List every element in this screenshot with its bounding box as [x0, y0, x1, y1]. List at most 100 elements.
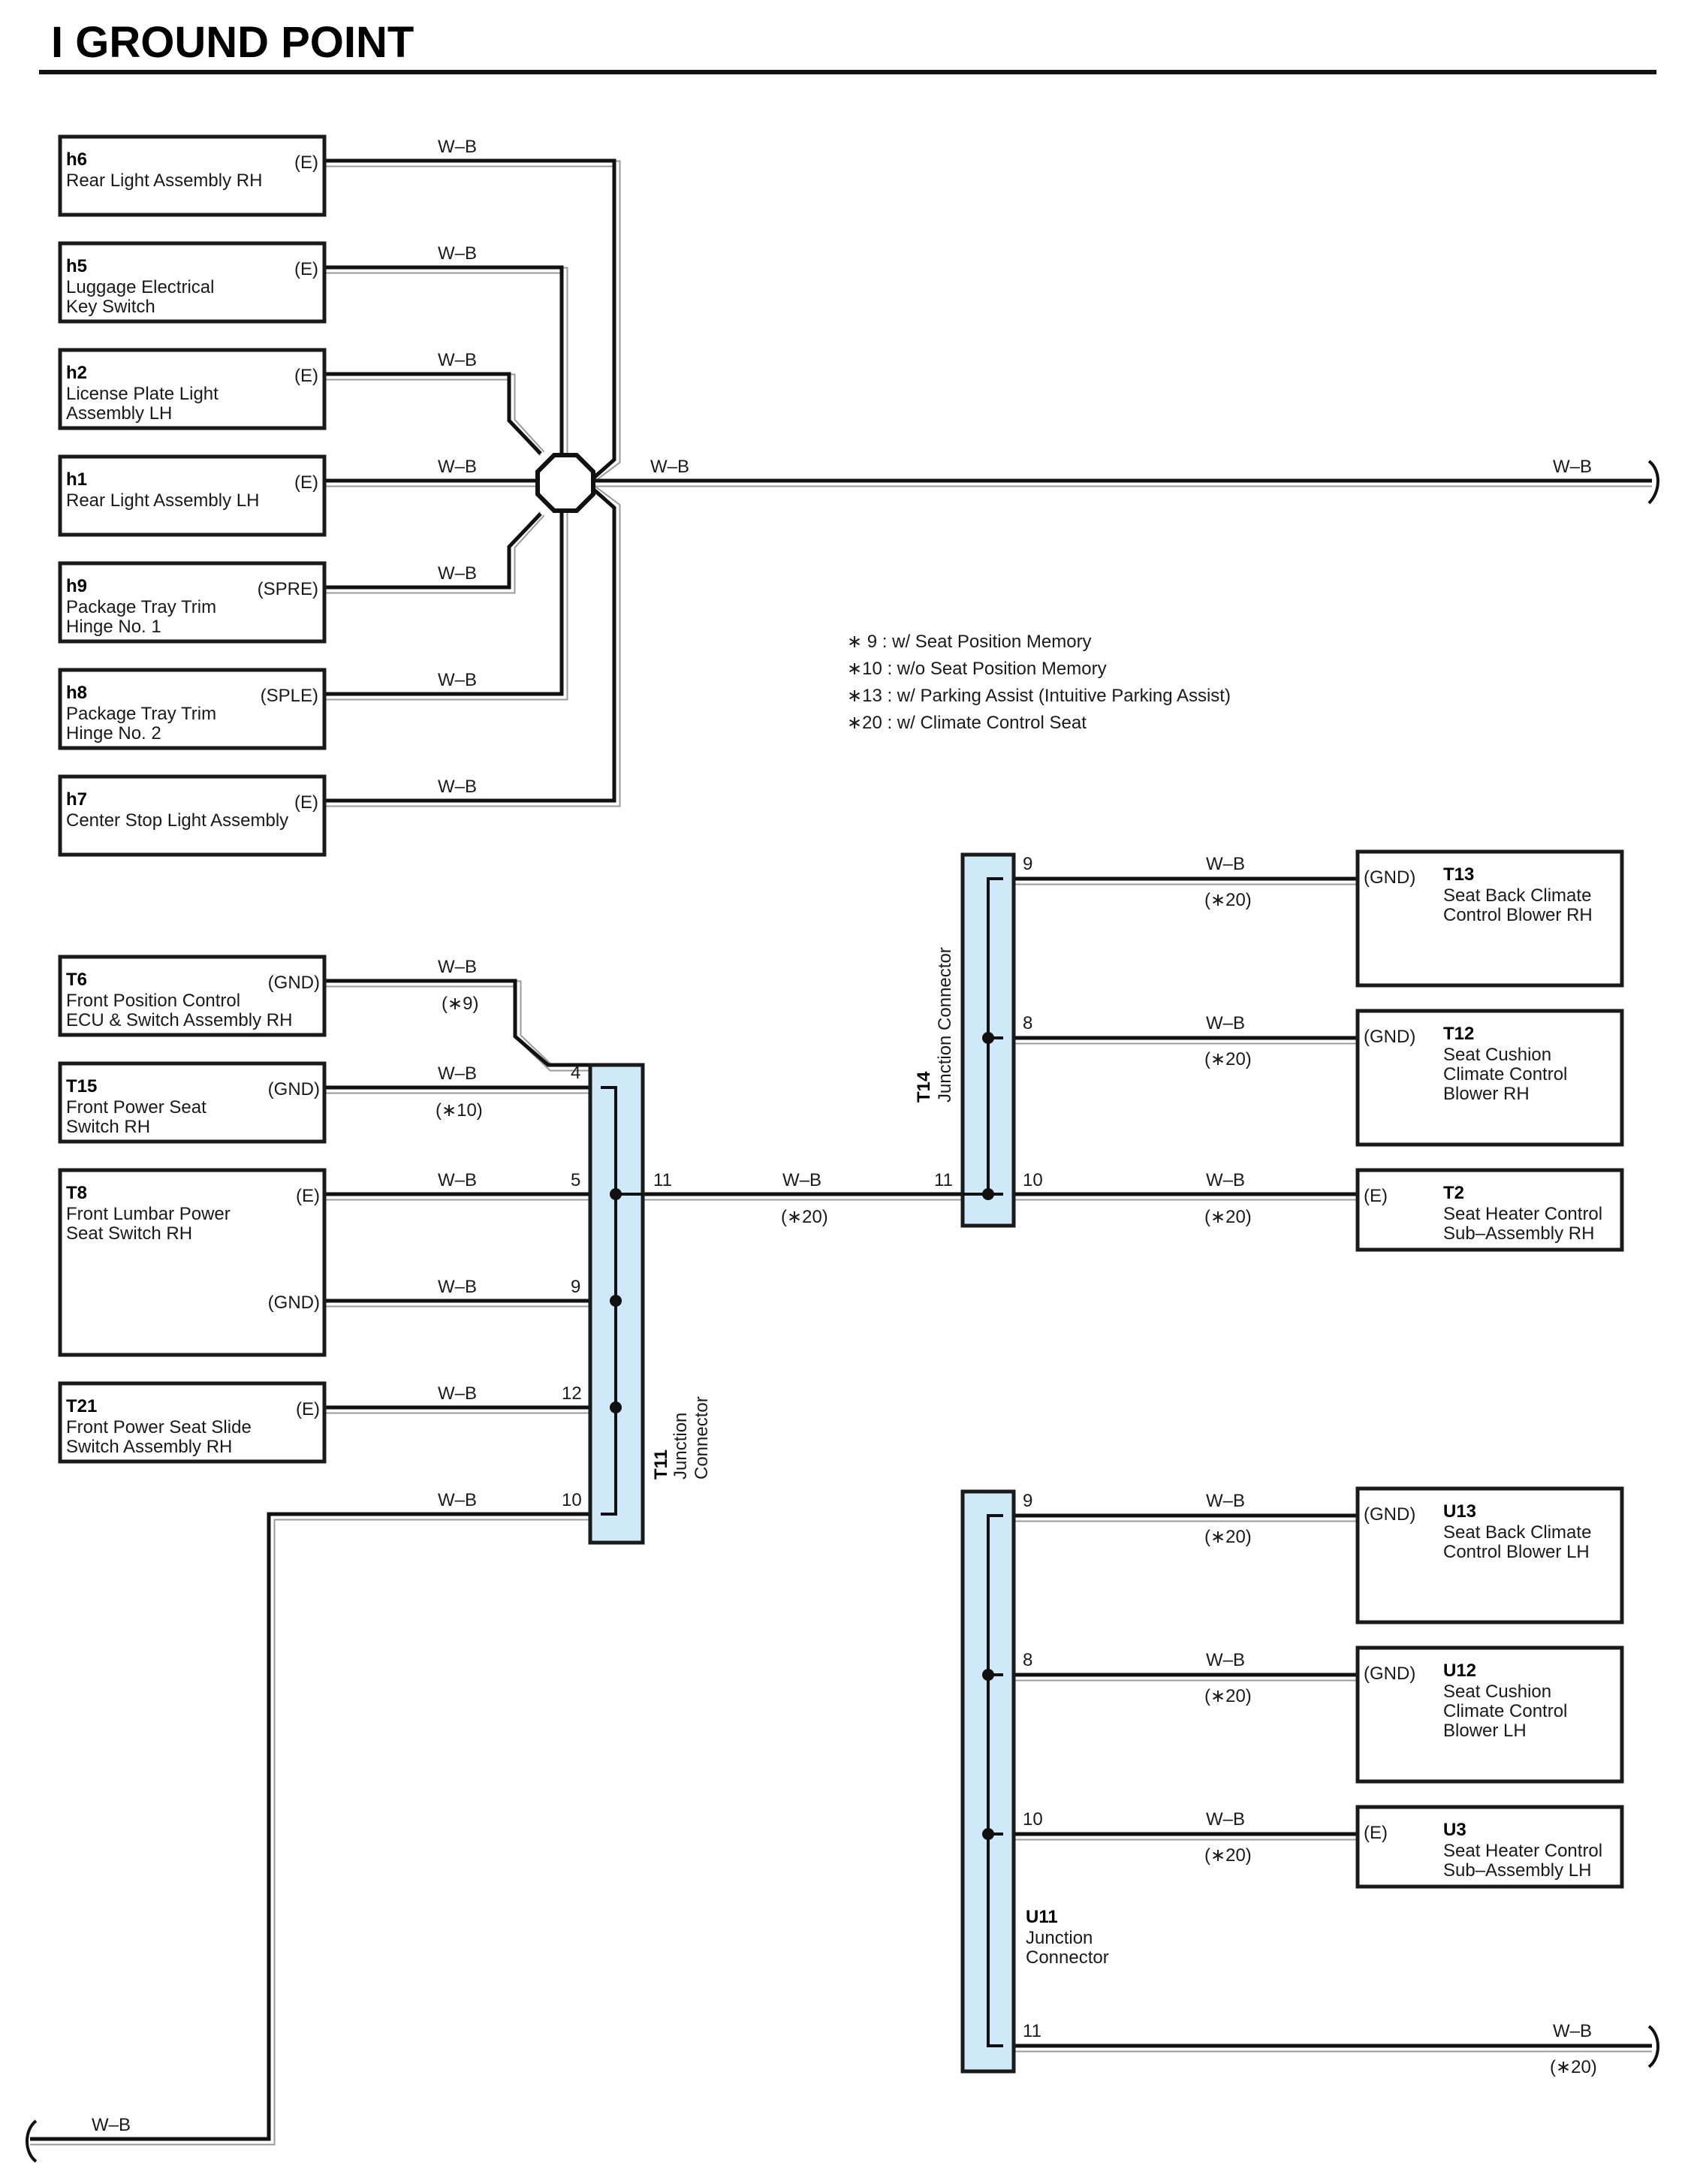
svg-text:4: 4 [571, 1063, 580, 1083]
connector-name: Connector [692, 1396, 712, 1480]
u11-labels: 9 W–B (∗20) 8 W–B (∗20) 10 W–B (∗20) 11 … [1023, 1491, 1597, 2077]
svg-text:Seat Heater Control: Seat Heater Control [1443, 1841, 1602, 1861]
component-t8: T8 Front Lumbar Power Seat Switch RH (E)… [58, 1168, 327, 1357]
svg-text:11: 11 [653, 1170, 672, 1190]
splice-octagon [535, 453, 595, 513]
svg-text:Package Tray Trim: Package Tray Trim [66, 704, 216, 724]
svg-text:8: 8 [1023, 1650, 1032, 1670]
component-t13: (GND) T13 Seat Back Climate Control Blow… [1355, 849, 1624, 988]
svg-text:(GND): (GND) [268, 1293, 320, 1313]
svg-text:(∗10): (∗10) [436, 1100, 483, 1121]
connector-code: T14 [914, 1071, 934, 1103]
t14-wires [1014, 876, 1358, 1201]
connector-t14: T14 Junction Connector [914, 852, 1016, 1228]
svg-text:10: 10 [1023, 1170, 1043, 1190]
svg-text:License Plate Light: License Plate Light [66, 384, 219, 404]
connector-code: U11 [1026, 1907, 1058, 1927]
svg-text:Rear Light Assembly RH: Rear Light Assembly RH [66, 170, 262, 191]
component-t15: T15 Front Power Seat Switch RH (GND) [58, 1061, 327, 1144]
svg-text:(∗20): (∗20) [1550, 2057, 1597, 2077]
svg-text:T2: T2 [1443, 1183, 1464, 1203]
svg-text:(∗20): (∗20) [1204, 1686, 1252, 1706]
component-h8: h8 Package Tray Trim Hinge No. 2 (SPLE) [58, 668, 327, 750]
wire-label: W–B [438, 563, 477, 584]
svg-text:(E): (E) [296, 1186, 320, 1206]
svg-text:(GND): (GND) [1364, 1027, 1415, 1047]
svg-text:W–B: W–B [1553, 2021, 1592, 2041]
t14-labels: 9 W–B (∗20) 8 W–B (∗20) 10 W–B (∗20) [1023, 854, 1252, 1227]
svg-text:(E): (E) [296, 1399, 320, 1419]
svg-text:(E): (E) [294, 472, 318, 493]
svg-text:10: 10 [562, 1490, 582, 1510]
svg-text:h8: h8 [66, 683, 87, 703]
top-wire-labels: W–B W–B W–B W–B W–B W–B W–B W–B W–B [438, 137, 1592, 797]
svg-text:T21: T21 [66, 1396, 97, 1416]
svg-text:Sub–Assembly LH: Sub–Assembly LH [1443, 1860, 1591, 1881]
wire-label: W–B [438, 457, 477, 477]
note: ∗10 : w/o Seat Position Memory [847, 659, 1107, 679]
svg-text:12: 12 [562, 1383, 582, 1404]
svg-text:(E): (E) [1364, 1186, 1388, 1206]
svg-text:(∗20): (∗20) [1204, 1207, 1252, 1227]
wire-continuation-mark [1647, 460, 1659, 505]
svg-text:W–B: W–B [1206, 1650, 1245, 1670]
svg-text:(∗20): (∗20) [1204, 1845, 1252, 1866]
svg-text:U13: U13 [1443, 1501, 1476, 1522]
component-u12: (GND) U12 Seat Cushion Climate Control B… [1355, 1646, 1624, 1784]
svg-text:Seat Switch RH: Seat Switch RH [66, 1223, 192, 1244]
svg-text:(SPRE): (SPRE) [258, 579, 318, 599]
svg-text:(GND): (GND) [268, 1079, 320, 1100]
connector-name: Junction [671, 1413, 691, 1480]
svg-text:(∗20): (∗20) [1204, 890, 1252, 910]
svg-text:Assembly LH: Assembly LH [66, 403, 172, 424]
svg-text:(SPLE): (SPLE) [261, 686, 318, 706]
svg-text:Blower RH: Blower RH [1443, 1084, 1530, 1104]
footnotes: ∗ 9 : w/ Seat Position Memory ∗10 : w/o … [847, 632, 1231, 733]
svg-text:(∗20): (∗20) [781, 1207, 828, 1227]
svg-text:Hinge No. 1: Hinge No. 1 [66, 617, 161, 637]
svg-text:Seat Cushion: Seat Cushion [1443, 1682, 1551, 1702]
svg-text:(E): (E) [1364, 1823, 1388, 1843]
svg-text:h9: h9 [66, 576, 87, 596]
svg-text:Center Stop Light Assembly: Center Stop Light Assembly [66, 810, 288, 831]
svg-text:W–B: W–B [438, 1490, 477, 1510]
connector-code: T11 [651, 1449, 671, 1480]
svg-text:Switch Assembly RH: Switch Assembly RH [66, 1437, 232, 1457]
svg-text:9: 9 [571, 1277, 580, 1297]
wire-label: W–B [438, 350, 477, 370]
wire-label: W–B [438, 243, 477, 264]
svg-text:W–B: W–B [92, 2115, 131, 2135]
svg-text:(GND): (GND) [1364, 1664, 1415, 1684]
svg-text:Control Blower LH: Control Blower LH [1443, 1542, 1590, 1562]
svg-text:Rear Light Assembly LH: Rear Light Assembly LH [66, 490, 259, 511]
svg-text:W–B: W–B [438, 957, 477, 977]
svg-text:W–B: W–B [1206, 1170, 1245, 1190]
svg-text:(GND): (GND) [268, 973, 320, 993]
svg-text:T6: T6 [66, 970, 87, 990]
component-h1: h1 Rear Light Assembly LH (E) [58, 454, 327, 537]
component-t6: T6 Front Position Control ECU & Switch A… [58, 955, 327, 1037]
connector-name: Connector [1026, 1947, 1109, 1968]
wire-label: W–B [1553, 457, 1592, 477]
svg-text:5: 5 [571, 1170, 580, 1190]
svg-text:Climate Control: Climate Control [1443, 1064, 1567, 1084]
svg-text:T12: T12 [1443, 1024, 1474, 1044]
svg-text:Blower LH: Blower LH [1443, 1721, 1527, 1741]
svg-text:W–B: W–B [438, 1277, 477, 1297]
svg-text:Front Position Control: Front Position Control [66, 991, 240, 1011]
svg-text:h7: h7 [66, 789, 87, 810]
svg-text:T15: T15 [66, 1076, 97, 1097]
wire-label: W–B [438, 137, 477, 157]
svg-text:Luggage Electrical: Luggage Electrical [66, 277, 214, 297]
svg-text:Seat Back Climate: Seat Back Climate [1443, 885, 1591, 906]
t11-wires [26, 979, 963, 2163]
svg-text:11: 11 [1023, 2021, 1041, 2041]
connector-t11: T11 Junction Connector [588, 1063, 712, 1545]
note: ∗13 : w/ Parking Assist (Intuitive Parki… [847, 686, 1231, 706]
svg-text:(E): (E) [294, 366, 318, 386]
svg-text:(E): (E) [294, 152, 318, 173]
connector-name: Junction Connector [935, 947, 955, 1103]
svg-text:T13: T13 [1443, 864, 1474, 885]
wire-label: W–B [438, 777, 477, 797]
